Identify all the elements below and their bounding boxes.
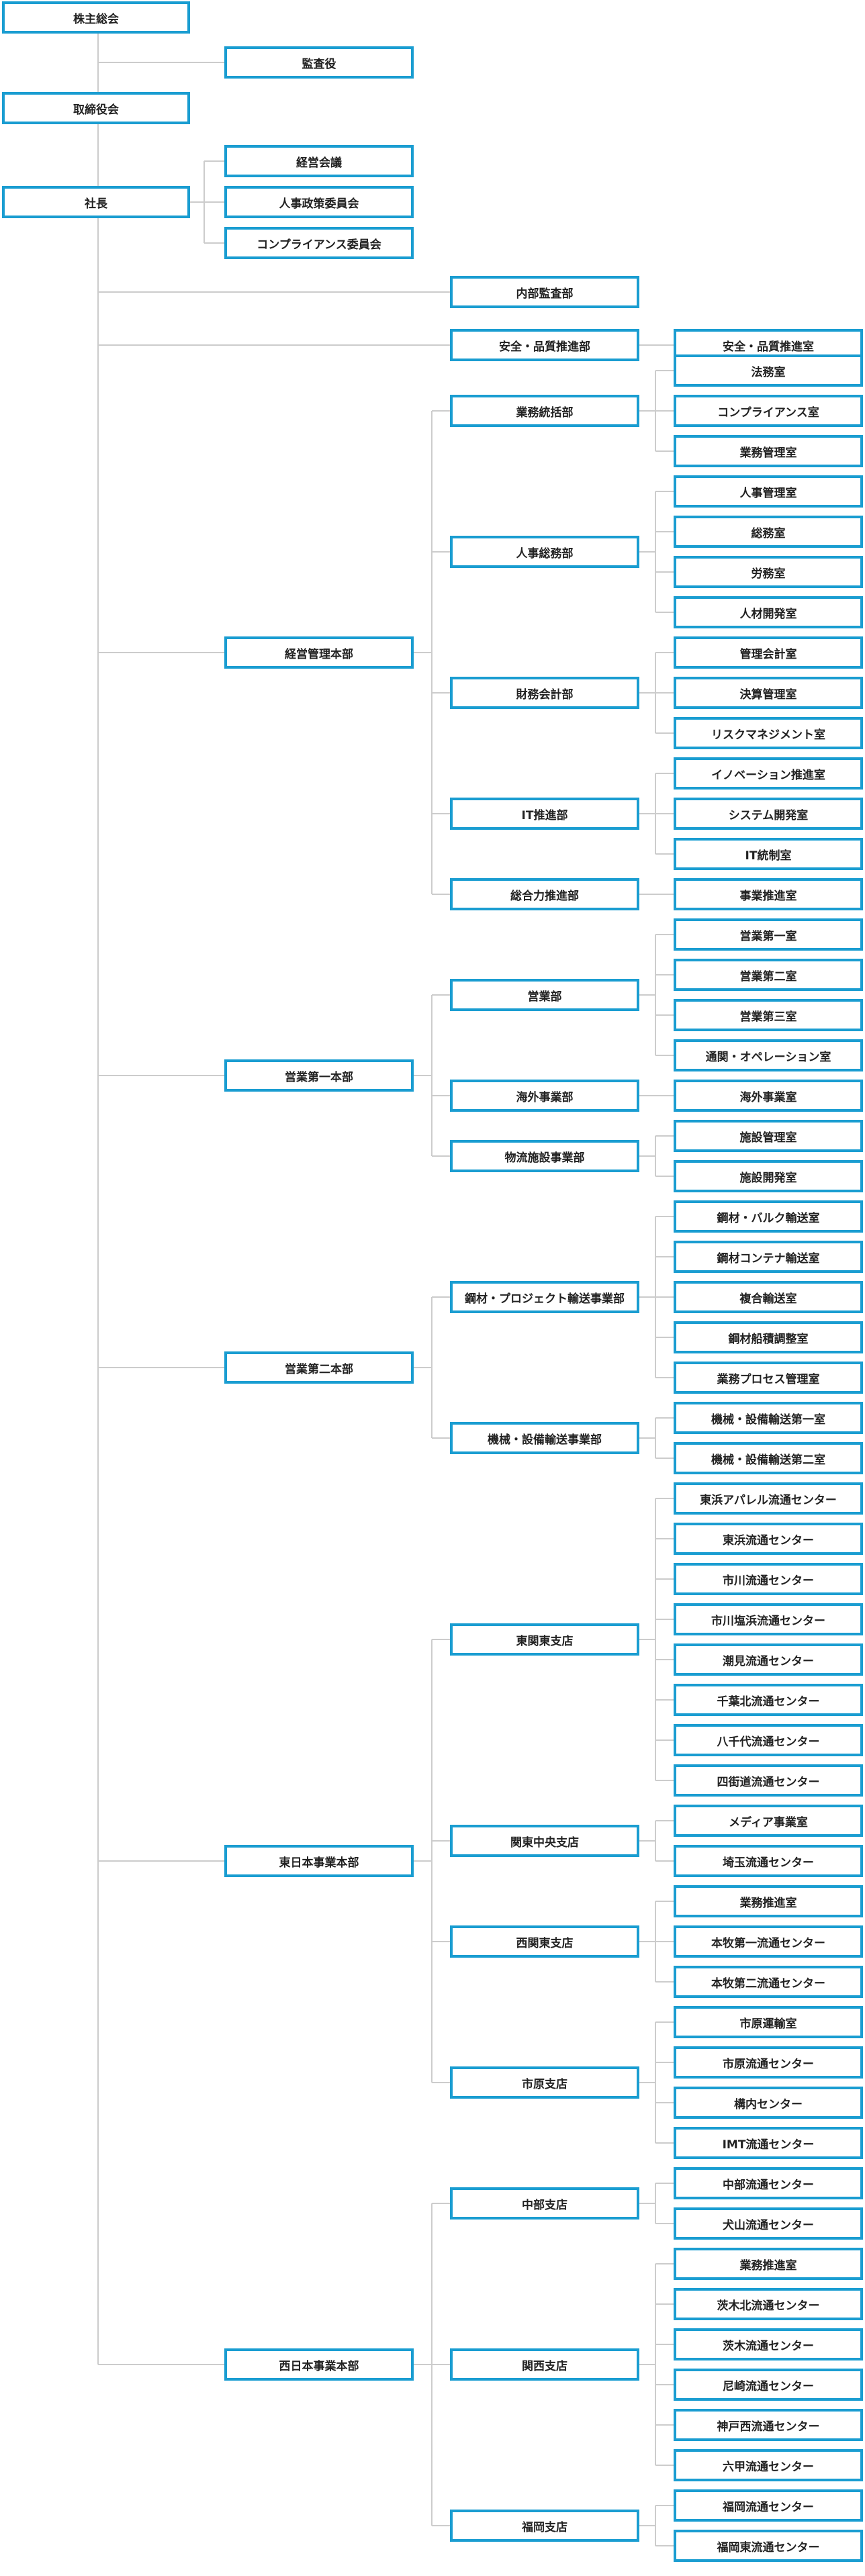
office-box: 潮見流通センター bbox=[674, 1643, 863, 1676]
department-box: 海外事業部 bbox=[450, 1080, 639, 1112]
office-box: 複合輸送室 bbox=[674, 1281, 863, 1313]
division-box: 営業第二本部 bbox=[224, 1351, 414, 1384]
office-box: 営業第三室 bbox=[674, 999, 863, 1031]
office-box: IT統制室 bbox=[674, 838, 863, 870]
office-box: イノベーション推進室 bbox=[674, 757, 863, 790]
office-box: 鋼材コンテナ輸送室 bbox=[674, 1241, 863, 1273]
office-box: 管理会計室 bbox=[674, 636, 863, 669]
office-box: 茨木北流通センター bbox=[674, 2288, 863, 2320]
board-box: 取締役会 bbox=[2, 92, 190, 124]
office-box: 事業推進室 bbox=[674, 878, 863, 910]
department-box: 西関東支店 bbox=[450, 1925, 639, 1958]
office-box: 業務推進室 bbox=[674, 2248, 863, 2280]
office-box: 人事管理室 bbox=[674, 475, 863, 508]
office-box: 市川流通センター bbox=[674, 1563, 863, 1595]
office-box: 市川塩浜流通センター bbox=[674, 1603, 863, 1635]
office-box: 六甲流通センター bbox=[674, 2449, 863, 2481]
department-box: 鋼材・プロジェクト輸送事業部 bbox=[450, 1281, 639, 1313]
office-box: 労務室 bbox=[674, 556, 863, 588]
office-box: 犬山流通センター bbox=[674, 2207, 863, 2240]
department-box: 機械・設備輸送事業部 bbox=[450, 1422, 639, 1454]
department-box: 中部支店 bbox=[450, 2187, 639, 2220]
division-box: 経営管理本部 bbox=[224, 636, 414, 669]
office-box: 業務管理室 bbox=[674, 435, 863, 467]
office-box: 尼崎流通センター bbox=[674, 2369, 863, 2401]
department-box: 財務会計部 bbox=[450, 677, 639, 709]
office-box: 機械・設備輸送第一室 bbox=[674, 1402, 863, 1434]
president-box: 社長 bbox=[2, 186, 190, 218]
office-box: 八千代流通センター bbox=[674, 1724, 863, 1756]
office-box: 本牧第二流通センター bbox=[674, 1966, 863, 1998]
department-box: 営業部 bbox=[450, 979, 639, 1011]
office-box: システム開発室 bbox=[674, 798, 863, 830]
department-box: 業務統括部 bbox=[450, 395, 639, 427]
office-box: 人材開発室 bbox=[674, 596, 863, 628]
division-box: 営業第一本部 bbox=[224, 1059, 414, 1092]
office-box: 業務プロセス管理室 bbox=[674, 1362, 863, 1394]
auditor-box: 監査役 bbox=[224, 46, 414, 79]
office-box: メディア事業室 bbox=[674, 1805, 863, 1837]
office-box: 施設管理室 bbox=[674, 1120, 863, 1152]
department-box: 物流施設事業部 bbox=[450, 1140, 639, 1172]
department-box: IT推進部 bbox=[450, 798, 639, 830]
office-box: コンプライアンス室 bbox=[674, 395, 863, 427]
department-box: 総合力推進部 bbox=[450, 878, 639, 910]
general-meeting-box: 株主総会 bbox=[2, 1, 190, 34]
division-box: 東日本事業本部 bbox=[224, 1845, 414, 1877]
office-box: 機械・設備輸送第二室 bbox=[674, 1442, 863, 1474]
office-box: 鋼材船積調整室 bbox=[674, 1321, 863, 1353]
department-box: 東関東支店 bbox=[450, 1623, 639, 1656]
office-box: 福岡東流通センター bbox=[674, 2530, 863, 2562]
office-box: リスクマネジメント室 bbox=[674, 717, 863, 749]
office-box: 営業第一室 bbox=[674, 918, 863, 951]
office-box: 総務室 bbox=[674, 516, 863, 548]
office-box: 本牧第一流通センター bbox=[674, 1925, 863, 1958]
department-box: 関西支店 bbox=[450, 2348, 639, 2381]
department-box: 福岡支店 bbox=[450, 2510, 639, 2542]
office-box: 施設開発室 bbox=[674, 1160, 863, 1192]
office-box: 中部流通センター bbox=[674, 2167, 863, 2199]
safety-quality-dept-box: 安全・品質推進部 bbox=[450, 329, 639, 361]
office-box: 鋼材・バルク輸送室 bbox=[674, 1200, 863, 1233]
office-box: 営業第二室 bbox=[674, 959, 863, 991]
office-box: 構内センター bbox=[674, 2087, 863, 2119]
office-box: IMT流通センター bbox=[674, 2127, 863, 2159]
office-box: 通関・オペレーション室 bbox=[674, 1039, 863, 1071]
office-box: 茨木流通センター bbox=[674, 2328, 863, 2360]
division-box: 西日本事業本部 bbox=[224, 2348, 414, 2381]
internal-audit-box: 内部監査部 bbox=[450, 276, 639, 308]
office-box: 決算管理室 bbox=[674, 677, 863, 709]
office-box: 東浜アパレル流通センター bbox=[674, 1482, 863, 1515]
office-box: 市原運輸室 bbox=[674, 2006, 863, 2038]
committee-box: コンプライアンス委員会 bbox=[224, 227, 414, 259]
office-box: 神戸西流通センター bbox=[674, 2409, 863, 2441]
office-box: 法務室 bbox=[674, 354, 863, 387]
office-box: 四街道流通センター bbox=[674, 1764, 863, 1797]
department-box: 関東中央支店 bbox=[450, 1825, 639, 1857]
office-box: 市原流通センター bbox=[674, 2046, 863, 2079]
office-box: 埼玉流通センター bbox=[674, 1845, 863, 1877]
department-box: 市原支店 bbox=[450, 2066, 639, 2099]
office-box: 千葉北流通センター bbox=[674, 1684, 863, 1716]
office-box: 海外事業室 bbox=[674, 1080, 863, 1112]
department-box: 人事総務部 bbox=[450, 536, 639, 568]
committee-box: 経営会議 bbox=[224, 145, 414, 177]
office-box: 福岡流通センター bbox=[674, 2489, 863, 2522]
office-box: 業務推進室 bbox=[674, 1885, 863, 1917]
office-box: 東浜流通センター bbox=[674, 1523, 863, 1555]
committee-box: 人事政策委員会 bbox=[224, 186, 414, 218]
